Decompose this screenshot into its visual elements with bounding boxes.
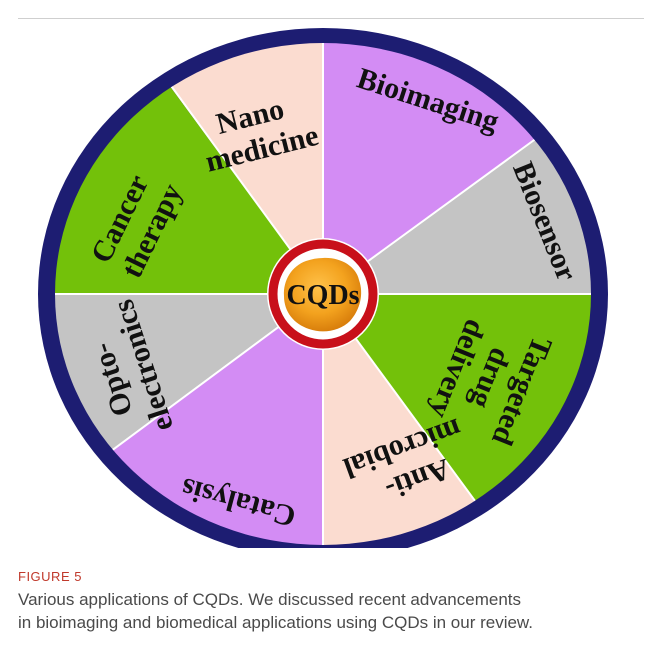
segment-catalysis [88, 294, 323, 545]
segment-opto-electronics [55, 294, 323, 468]
caption-text: Various applications of CQDs. We discuss… [18, 590, 533, 632]
center-ring-red [268, 239, 378, 349]
cqd-applications-diagram: Nano medicine Bioimaging Biosensor Targe… [18, 28, 628, 548]
figure-number: FIGURE 5 [18, 569, 82, 584]
top-rule [18, 18, 644, 19]
segment-biosensor [323, 123, 591, 294]
diagram-svg: Nano medicine Bioimaging Biosensor Targe… [38, 28, 608, 548]
figure-caption: FIGURE 5 Various applications of CQDs. W… [18, 569, 638, 634]
cqd-core-blob [283, 257, 362, 332]
segment-bioimaging [323, 43, 558, 294]
center-label: CQDs [286, 280, 359, 311]
